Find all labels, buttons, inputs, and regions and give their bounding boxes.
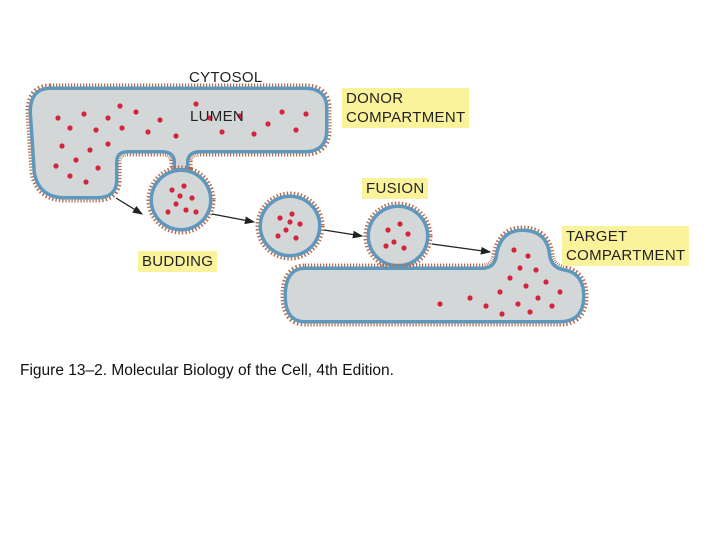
process-arrows — [115, 197, 492, 255]
donor-compartment-label: DONOR COMPARTMENT — [342, 88, 470, 128]
donor-label-line2: COMPARTMENT — [346, 109, 466, 126]
arrow-to-fusing-vesicle — [323, 229, 364, 239]
target-label-line1: TARGET — [566, 228, 628, 245]
donor-cargo-dots — [53, 101, 309, 185]
budding-vesicle — [146, 165, 216, 235]
figure-caption: Figure 13–2. Molecular Biology of the Ce… — [20, 362, 394, 379]
free-vesicle — [255, 191, 325, 261]
donor-compartment — [25, 83, 332, 203]
budding-cargo-dots — [165, 183, 199, 215]
donor-label-line1: DONOR — [346, 90, 404, 107]
budding-label: BUDDING — [138, 251, 218, 272]
lumen-label: LUMEN — [190, 108, 245, 125]
target-compartment-label: TARGET COMPARTMENT — [562, 226, 690, 266]
arrow-to-free-vesicle — [211, 213, 256, 225]
donor-lumen — [32, 90, 325, 196]
target-compartment — [280, 225, 589, 327]
fusing-vesicle-cargo-dots — [383, 221, 411, 251]
free-vesicle-cargo-dots — [275, 211, 303, 241]
arrow-to-target — [431, 243, 492, 255]
arrow-to-budding — [115, 197, 144, 215]
target-label-line2: COMPARTMENT — [566, 247, 686, 264]
fusing-vesicle — [363, 201, 433, 271]
target-cargo-dots — [437, 247, 563, 317]
fusion-label: FUSION — [362, 178, 429, 199]
cytosol-label: CYTOSOL — [189, 69, 263, 86]
